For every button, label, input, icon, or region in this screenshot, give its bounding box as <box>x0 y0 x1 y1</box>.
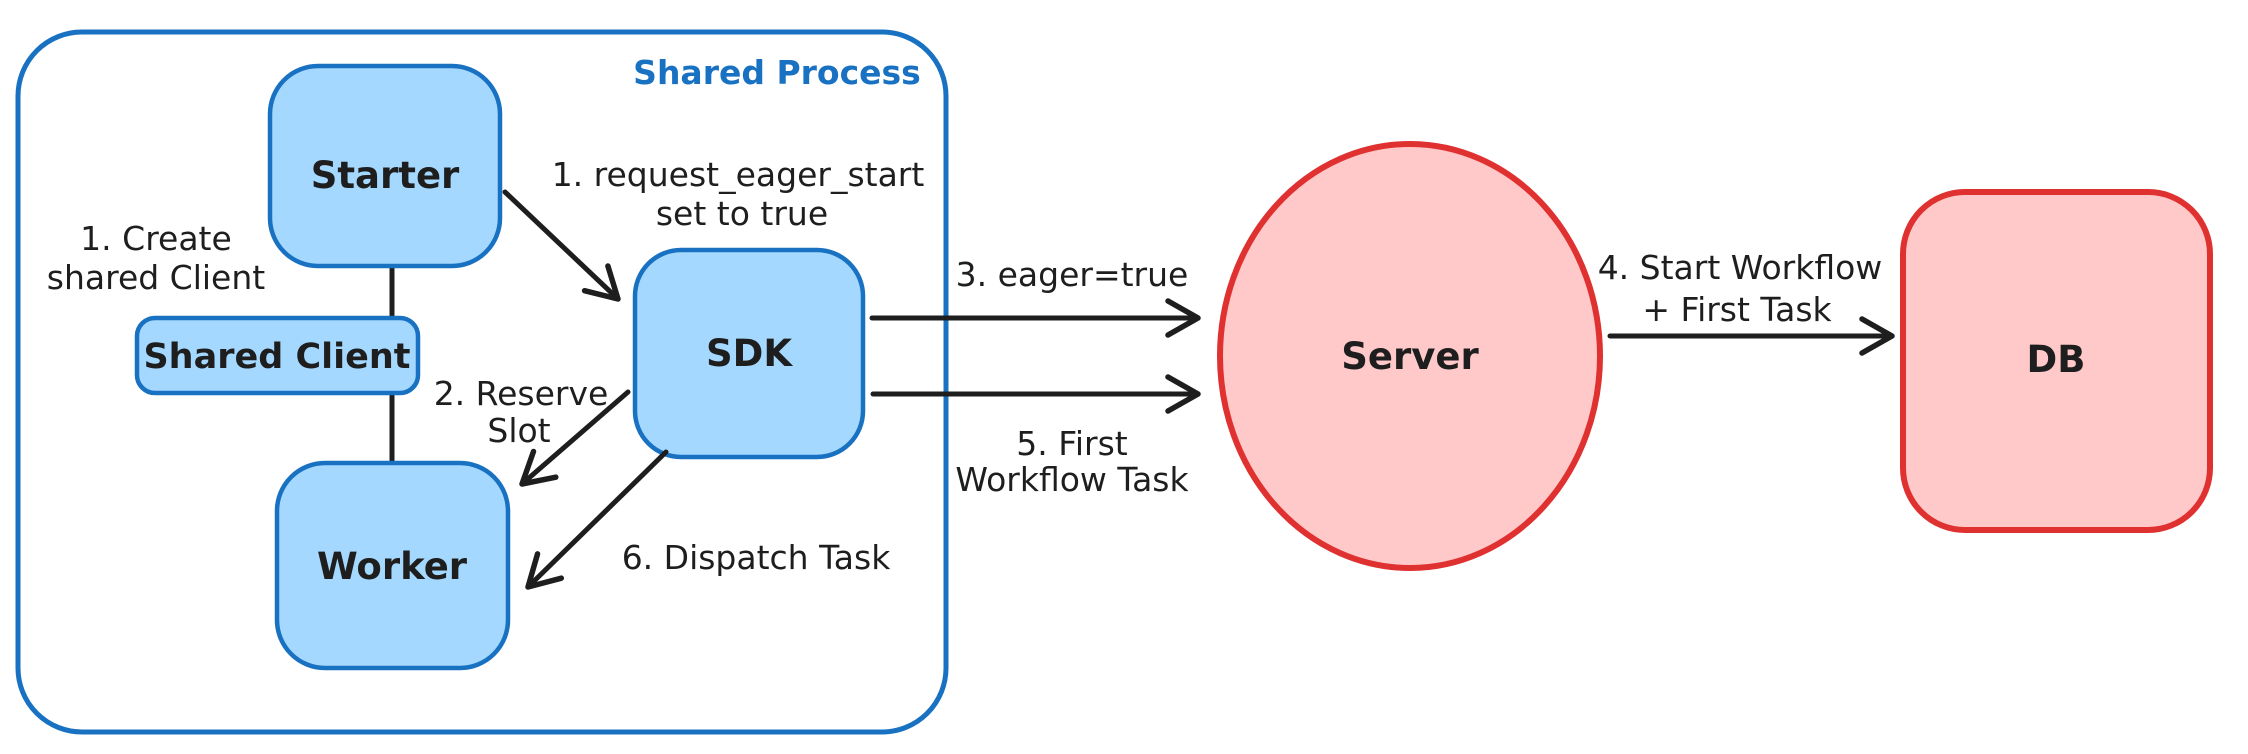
starter-node <box>267 63 503 269</box>
arrow-starter-to-sdk <box>502 189 621 302</box>
annotation-start-workflow-line2: + First Task <box>1642 290 1832 329</box>
starter-label: Starter <box>311 154 460 197</box>
annotation-create-shared-client-line2: shared Client <box>47 258 266 297</box>
arrow-sdk-to-worker-reserve <box>519 389 631 487</box>
sdk-node <box>632 247 866 460</box>
server-node <box>1217 141 1603 571</box>
annotation-eager-true: 3. eager=true <box>956 255 1189 294</box>
annotation-create-shared-client: 1. Create shared Client <box>47 219 266 297</box>
annotation-reserve-slot-line2: Slot <box>487 411 550 450</box>
sdk-label: SDK <box>706 332 793 375</box>
annotation-first-workflow-task: 5. First Workflow Task <box>955 424 1189 499</box>
shared-client-node <box>134 315 421 396</box>
shared-process-container <box>15 29 949 735</box>
db-label: DB <box>2027 338 2086 381</box>
annotation-create-shared-client-line1: 1. Create <box>80 219 232 258</box>
annotation-first-workflow-task-line1: 5. First <box>1016 424 1127 463</box>
annotation-reserve-slot-line1: 2. Reserve <box>434 374 609 413</box>
shared-client-label: Shared Client <box>143 337 410 377</box>
worker-label: Worker <box>317 545 468 588</box>
worker-node <box>274 460 511 671</box>
annotation-request-eager-start: 1. request_eager_start set to true <box>552 155 925 233</box>
annotation-request-eager-start-line1: 1. request_eager_start <box>552 155 925 194</box>
arrow-sdk-to-worker-dispatch <box>525 449 669 590</box>
annotation-start-workflow: 4. Start Workflow + First Task <box>1598 248 1883 329</box>
annotation-request-eager-start-line2: set to true <box>656 194 828 233</box>
server-label: Server <box>1341 335 1479 378</box>
annotation-dispatch-task: 6. Dispatch Task <box>622 538 892 577</box>
annotation-first-workflow-task-line2: Workflow Task <box>955 460 1189 499</box>
db-node <box>1900 189 2213 533</box>
annotation-start-workflow-line1: 4. Start Workflow <box>1598 248 1883 287</box>
annotation-reserve-slot: 2. Reserve Slot <box>434 374 609 450</box>
shared-process-label: Shared Process <box>633 53 921 92</box>
